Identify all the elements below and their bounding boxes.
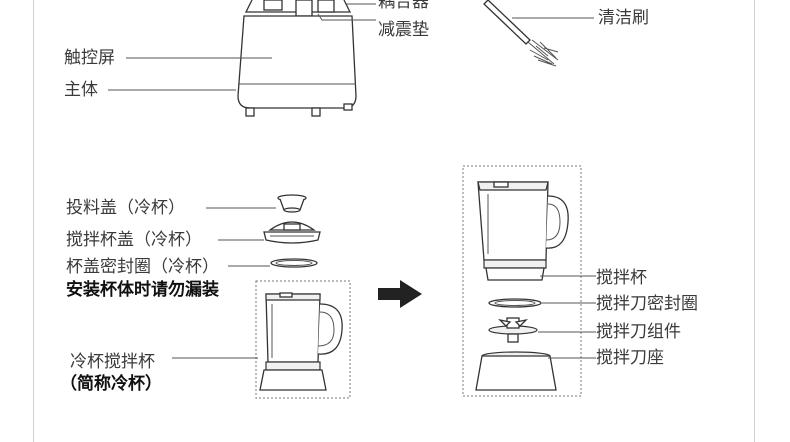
cleaning-brush-illustration [483,0,559,67]
main-body-label: 主体 [64,80,98,100]
feed-lid-illustration [277,194,307,213]
coupler-label: 耦合器 [378,0,429,12]
cold-cup-illustration [259,292,343,391]
blade-base-label: 搅拌刀座 [596,348,664,368]
main-body-illustration [237,0,357,117]
blade-seal-label: 搅拌刀密封圈 [596,294,698,314]
cold-cup-label: 冷杯搅拌杯 [70,352,155,372]
feed-lid-label: 投料盖（冷杯） [66,198,185,218]
lid-seal-label: 杯盖密封圈（冷杯） [66,257,219,277]
blender-lid-label: 搅拌杯盖（冷杯） [66,230,202,250]
blade-assembly-label: 搅拌刀组件 [596,322,681,342]
touch-screen-label: 触控屏 [64,48,115,68]
cleaning-brush-label: 清洁刷 [598,8,649,28]
page-frame [33,0,755,442]
right-arrow-icon [378,280,422,308]
shock-pad-label: 减震垫 [378,20,429,40]
blender-cup-illustration [477,181,569,281]
blender-lid-illustration [263,221,321,244]
blender-cup-label: 搅拌杯 [596,268,647,288]
blade-assembly-illustration [488,317,538,343]
cold-cup-short-label: （简称冷杯） [60,374,162,394]
blade-base-illustration [475,351,557,391]
warning-label: 安装杯体时请勿漏装 [66,280,219,300]
